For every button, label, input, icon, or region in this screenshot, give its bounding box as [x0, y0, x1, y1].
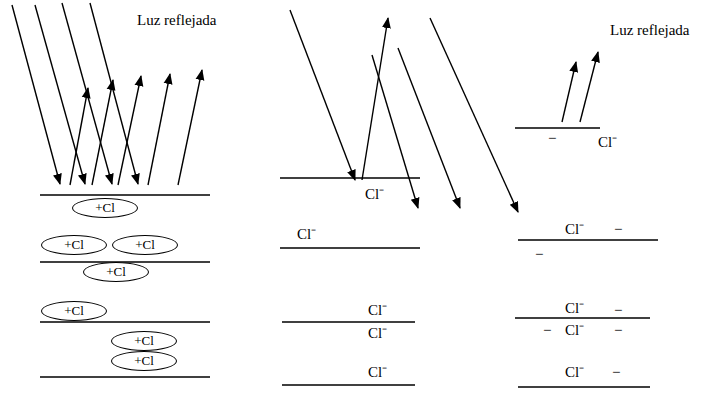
ion-oval: +Cl	[41, 235, 107, 255]
chloride-ion-label: Cl⁻	[368, 302, 387, 318]
ion-oval: +Cl	[41, 301, 107, 321]
ion-text: +Cl	[135, 238, 155, 252]
charge-mark: −	[548, 130, 556, 146]
chloride-ion-label: Cl⁻	[565, 322, 584, 338]
ion-oval: +Cl	[112, 235, 178, 255]
chloride-ion-label: Cl⁻	[297, 226, 316, 242]
ion-oval: +Cl	[111, 351, 177, 371]
charge-mark: −	[612, 364, 620, 380]
ion-oval: +Cl	[111, 331, 177, 351]
charge-mark: −	[614, 302, 622, 318]
chloride-ion-label: Cl⁻	[598, 134, 617, 150]
chloride-ion-label: Cl⁻	[565, 221, 584, 237]
ion-text: +Cl	[64, 238, 84, 252]
chloride-ion-label: Cl⁻	[565, 300, 584, 316]
reflected-light-label: Luz reflejada	[610, 22, 690, 38]
ion-text: +Cl	[134, 334, 154, 348]
chloride-ion-label: Cl⁻	[368, 364, 387, 380]
ion-text: +Cl	[64, 304, 84, 318]
ion-oval: +Cl	[83, 262, 149, 282]
charge-mark: −	[614, 221, 622, 237]
ion-oval: +Cl	[72, 198, 138, 218]
charge-mark: −	[543, 322, 551, 338]
ion-text: +Cl	[95, 201, 115, 215]
charge-mark: −	[614, 322, 622, 338]
chloride-ion-label: Cl⁻	[368, 325, 387, 341]
charge-mark: −	[535, 246, 543, 262]
ion-text: +Cl	[134, 354, 154, 368]
ion-text: +Cl	[106, 265, 126, 279]
reflected-light-label: Luz reflejada	[137, 12, 217, 28]
chloride-ion-label: Cl⁻	[365, 186, 384, 202]
chloride-ion-label: Cl⁻	[565, 364, 584, 380]
